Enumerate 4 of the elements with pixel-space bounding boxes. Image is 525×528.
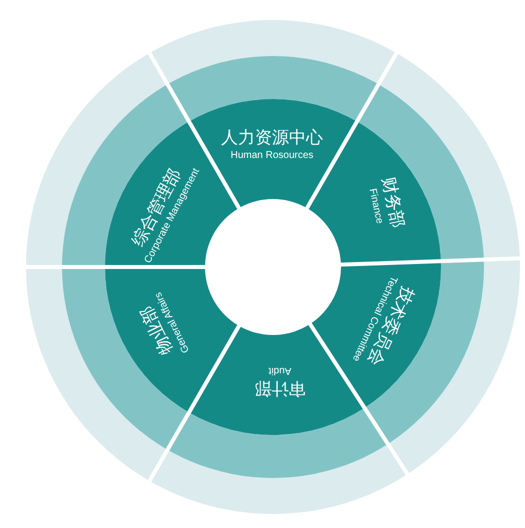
chinese-label: 人力资源中心 [221, 128, 323, 149]
english-label: Audit [268, 364, 292, 377]
chinese-label: 审计部 [254, 377, 306, 398]
english-label: Human Rosources [230, 149, 314, 162]
